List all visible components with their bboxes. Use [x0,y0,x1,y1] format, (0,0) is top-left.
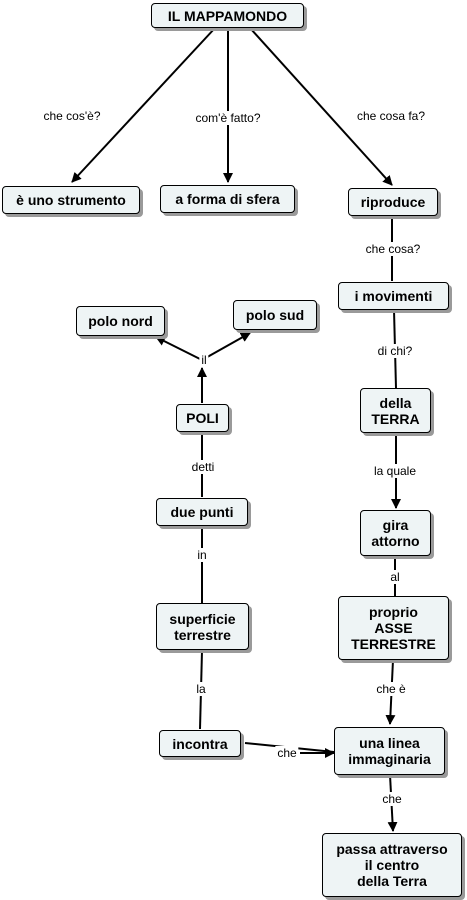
link-label-chee: che è [374,682,408,696]
node-strumento[interactable]: è uno strumento [2,186,140,214]
node-linea[interactable]: una linea immaginaria [334,727,445,775]
edge-mappamondo-strumento [71,27,216,183]
node-gira[interactable]: gira attorno [360,510,431,556]
node-riproduce[interactable]: riproduce [348,188,438,216]
link-label-al: al [388,570,402,584]
node-asse[interactable]: proprio ASSE TERRESTRE [338,596,449,660]
link-label-la: la [194,682,208,696]
link-label-come: com'è fatto? [193,111,263,125]
link-label-che-left: che [275,746,299,760]
edge-il-sud [201,332,251,361]
node-nord[interactable]: polo nord [76,306,165,336]
node-passa[interactable]: passa attraverso il centro della Terra [322,833,462,897]
link-label-il: il [199,353,209,367]
node-sud[interactable]: polo sud [233,300,317,330]
link-label-che-down: che [380,792,404,806]
node-poli[interactable]: POLI [176,404,229,432]
link-label-checosa: che cosa? [363,242,423,256]
link-label-cose: che cos'è? [41,109,103,123]
node-movimenti[interactable]: i movimenti [338,282,449,310]
node-superficie[interactable]: superficie terrestre [156,603,249,650]
edge-mappamondo-riproduce [249,27,393,186]
link-label-in: in [195,548,209,562]
node-punti[interactable]: due punti [156,498,248,526]
node-mappamondo[interactable]: IL MAPPAMONDO [151,3,304,28]
link-label-quale: la quale [371,464,419,478]
node-incontra[interactable]: incontra [159,730,241,757]
node-sfera[interactable]: a forma di sfera [160,185,295,213]
link-label-detti: detti [189,460,217,474]
link-label-dichi: di chi? [375,344,415,358]
link-label-fa: che cosa fa? [354,109,428,123]
edge-il-nord [155,336,203,361]
node-terra[interactable]: della TERRA [360,388,431,433]
